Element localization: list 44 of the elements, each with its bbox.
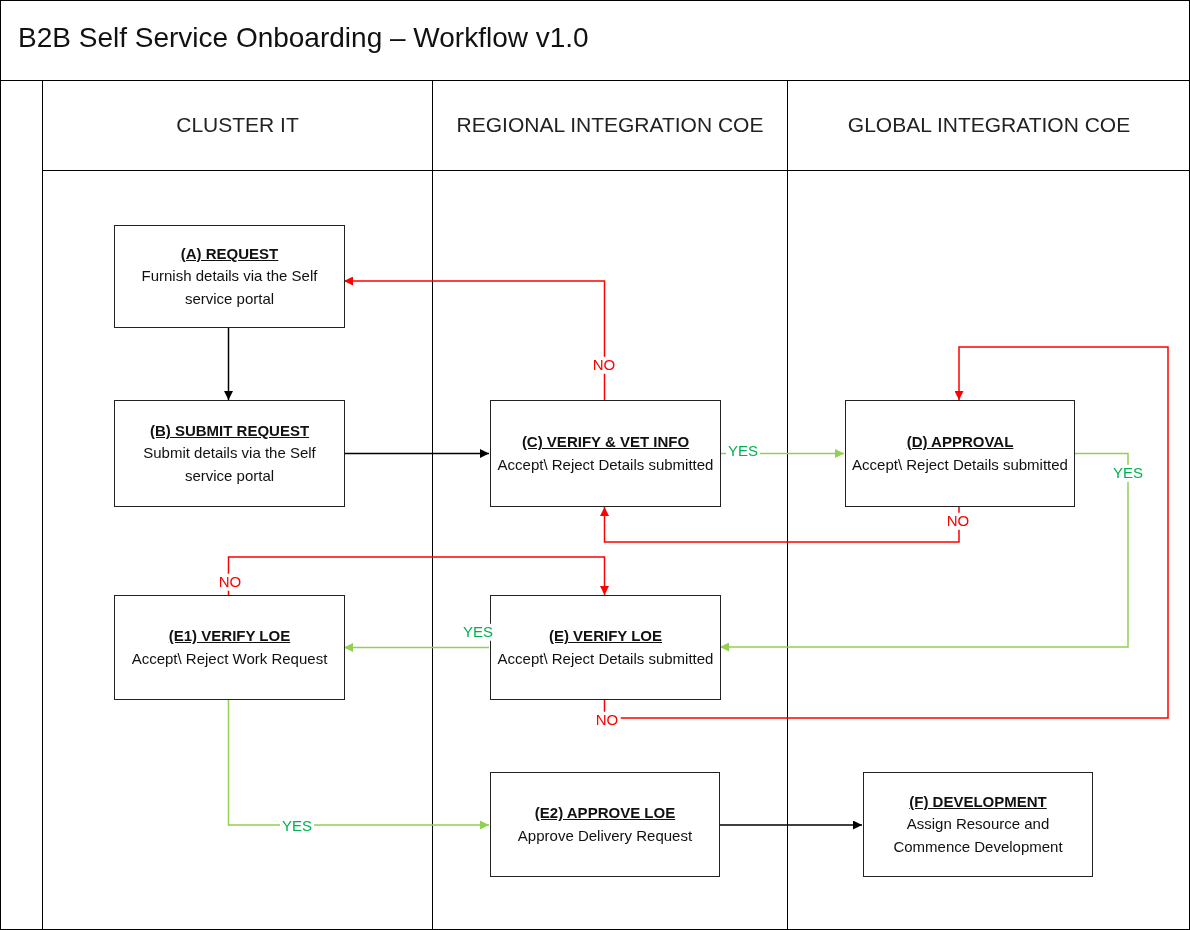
process-box	[114, 400, 345, 507]
process-box	[845, 400, 1075, 507]
edge-label: YES	[1111, 464, 1145, 482]
connector-arrow	[718, 820, 863, 830]
diagram-title: B2B Self Service Onboarding – Workflow v1.0	[18, 22, 589, 54]
step-heading: (C) VERIFY & VET INFO	[521, 432, 690, 452]
process-box	[114, 595, 345, 700]
edge-label: NO	[216, 573, 244, 591]
process-box	[114, 225, 345, 328]
step-description: Accept\ Reject Details submitted	[497, 454, 714, 475]
step-description: Assign Resource and Commence Development	[892, 814, 1064, 857]
step-description: Accept\ Reject Details submitted	[852, 454, 1068, 475]
step-description: Accept\ Reject Details submitted	[497, 648, 714, 669]
lane-header: REGIONAL INTEGRATION COE	[456, 112, 764, 139]
step-heading: (B) SUBMIT REQUEST	[149, 420, 310, 441]
process-box	[490, 772, 720, 877]
connector-arrow	[343, 449, 490, 458]
connector-arrow	[600, 506, 960, 543]
connector-arrow	[227, 699, 490, 830]
step-description: Accept\ Reject Work Request	[131, 648, 328, 669]
swimlane	[432, 80, 787, 930]
connector-arrow	[343, 276, 606, 401]
connector-arrow	[719, 452, 1129, 652]
edge-label: NO	[944, 512, 972, 530]
process-box	[863, 772, 1093, 877]
edge-label: NO	[590, 356, 618, 374]
process-box	[490, 400, 721, 507]
connector-arrow	[227, 556, 609, 596]
edge-label: YES	[461, 623, 495, 641]
connector-arrow	[343, 643, 490, 652]
step-heading: (D) APPROVAL	[906, 432, 1014, 452]
swimlane	[787, 80, 1190, 930]
step-heading: (E2) APPROVE LOE	[534, 803, 676, 823]
step-heading: (F) DEVELOPMENT	[909, 791, 1047, 812]
connector-arrow	[224, 327, 233, 401]
step-description: Submit details via the Self service portal	[142, 443, 317, 486]
step-heading: (E) VERIFY LOE	[548, 626, 663, 646]
step-heading: (E1) VERIFY LOE	[168, 626, 291, 646]
step-description: Furnish details via the Self service portal	[140, 266, 319, 309]
lane-header: GLOBAL INTEGRATION COE	[847, 112, 1131, 139]
lane-header: CLUSTER IT	[176, 112, 299, 139]
step-heading: (A) REQUEST	[180, 243, 279, 264]
connector-arrow	[603, 346, 1169, 719]
step-description: Approve Delivery Request	[517, 825, 693, 846]
